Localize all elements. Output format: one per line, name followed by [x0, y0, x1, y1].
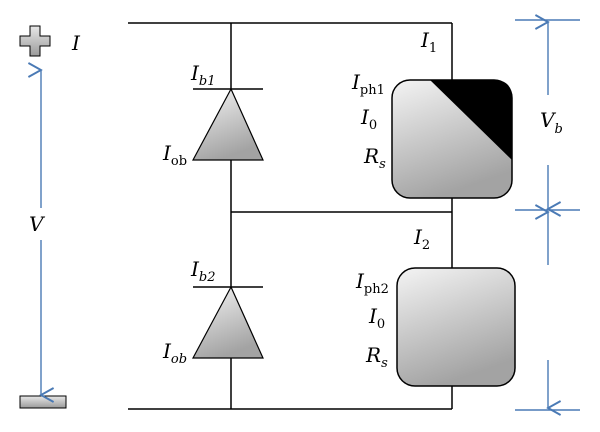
cell-top-label-rs: Rs: [363, 144, 386, 172]
cell-bottom-label-i0: I0: [368, 304, 385, 332]
shading-triangle: [430, 80, 512, 160]
plus-icon: [19, 25, 51, 57]
cell-top-label-iph1: Iph1: [351, 70, 385, 98]
cell-bottom-label-iph2: Iph2: [355, 269, 389, 297]
voltage-label: V: [29, 212, 46, 236]
diode-top-label: Ib1: [190, 61, 216, 89]
vb-arrows: [515, 20, 580, 410]
solar-cell-top: [391, 79, 513, 199]
plus-terminal: [19, 25, 51, 57]
diode-top-side-label: Iob: [162, 141, 187, 169]
minus-terminal-icon: [19, 395, 67, 409]
cell-bottom-label-rs: Rs: [365, 343, 388, 371]
diode-bottom-label: Ib2: [190, 257, 216, 285]
current-label-i1: I1: [420, 28, 437, 56]
solar-cell-bottom: [396, 267, 516, 387]
diode-bottom-side-label: Iob: [162, 339, 187, 367]
vb-label: Vb: [540, 108, 563, 137]
current-label-i2: I2: [413, 225, 430, 253]
diode-bottom: [191, 285, 264, 359]
plus-current-label: I: [71, 31, 81, 55]
cell-top-label-i0: I0: [360, 105, 377, 133]
diode-top: [191, 87, 264, 161]
